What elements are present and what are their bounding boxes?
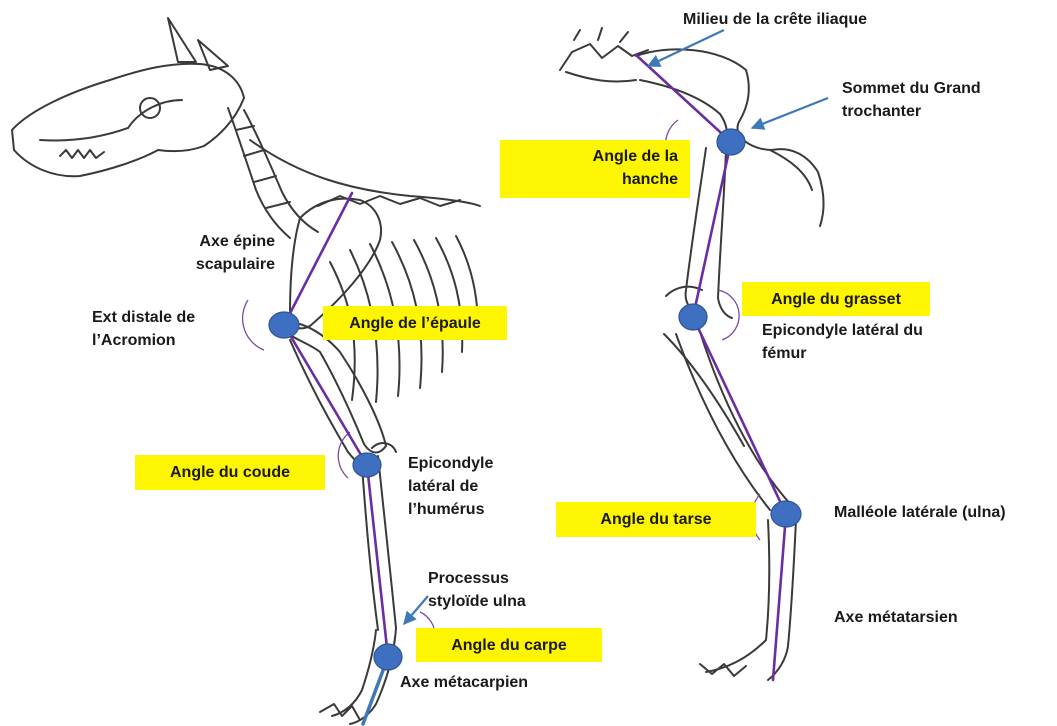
label-metacarpal-axis: Axe métacarpien xyxy=(400,671,590,694)
label-humerus-lateral-epicondyle: Epicondyle latéral de l’humérus xyxy=(408,452,538,521)
angle-label-stifle: Angle du grasset xyxy=(742,282,930,316)
iliac-crest-arrow xyxy=(648,30,724,66)
angle-label-shoulder: Angle de l’épaule xyxy=(323,306,507,340)
label-femur-lateral-epicondyle: Epicondyle latéral du fémur xyxy=(762,319,992,365)
label-lateral-malleolus: Malléole latérale (ulna) xyxy=(834,501,1054,524)
elbow-joint-marker xyxy=(353,453,381,477)
stifle-joint-marker xyxy=(679,304,707,330)
label-ulna-styloid-process: Processus styloïde ulna xyxy=(428,567,568,613)
label-iliac-crest-midpoint: Milieu de la crête iliaque xyxy=(683,8,963,31)
hip-joint-marker xyxy=(717,129,745,155)
angle-label-elbow: Angle du coude xyxy=(135,455,325,490)
trochanter-arrow xyxy=(752,98,828,128)
label-acromion-distal-end: Ext distale de l’Acromion xyxy=(92,306,242,352)
label-scapular-spine-axis: Axe épine scapulaire xyxy=(150,230,275,276)
label-greater-trochanter-top: Sommet du Grand trochanter xyxy=(842,77,1042,123)
angle-label-carpus: Angle du carpe xyxy=(416,628,602,662)
shoulder-joint-marker xyxy=(269,312,299,338)
carpus-joint-marker xyxy=(374,644,402,670)
angle-label-hip: Angle de la hanche xyxy=(500,140,690,198)
angle-label-tarsus: Angle du tarse xyxy=(556,502,756,537)
styloid-arrow xyxy=(404,596,428,624)
label-metatarsal-axis: Axe métatarsien xyxy=(834,606,1024,629)
tarsus-joint-marker xyxy=(771,501,801,527)
